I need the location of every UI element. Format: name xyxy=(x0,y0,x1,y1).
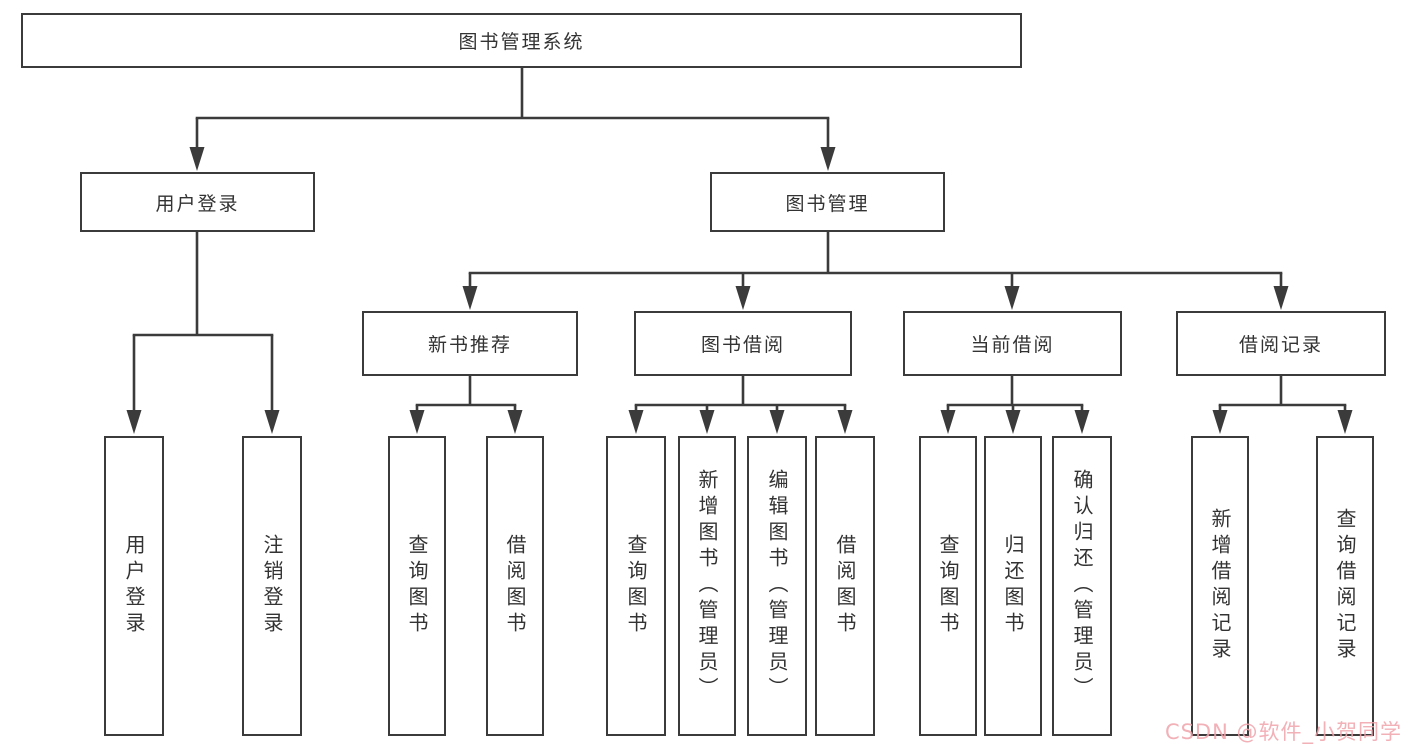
leaf-borrow-books-2-label: 借阅图书 xyxy=(833,534,857,638)
leaf-user-login-label: 用户登录 xyxy=(122,534,146,638)
node-new-book-recommend: 新书推荐 xyxy=(362,311,578,376)
leaf-add-borrow-record-label: 新增借阅记录 xyxy=(1208,508,1232,664)
arrowhead-icon xyxy=(507,410,523,434)
arrowhead-icon xyxy=(462,286,478,310)
leaf-add-books-admin: 新增图书（管理员） xyxy=(678,436,736,736)
arrowhead-icon xyxy=(409,410,425,434)
node-borrow-records-label: 借阅记录 xyxy=(1238,334,1323,356)
leaf-user-login: 用户登录 xyxy=(104,436,164,736)
arrowhead-icon xyxy=(1004,286,1020,310)
arrowhead-icon xyxy=(769,410,785,434)
arrowhead-icon xyxy=(1005,410,1021,434)
node-root-label: 图书管理系统 xyxy=(458,31,585,53)
leaf-borrow-books-1-label: 借阅图书 xyxy=(503,534,527,638)
leaf-edit-books-admin-label: 编辑图书（管理员） xyxy=(765,469,789,703)
arrowhead-icon xyxy=(820,147,836,171)
csdn-watermark: CSDN @软件_小贺同学 xyxy=(1164,720,1402,744)
node-user-login: 用户登录 xyxy=(80,172,315,232)
leaf-return-books-label: 归还图书 xyxy=(1001,534,1025,638)
leaf-borrow-books-1: 借阅图书 xyxy=(486,436,544,736)
node-borrow-records: 借阅记录 xyxy=(1176,311,1386,376)
leaf-query-books-3-label: 查询图书 xyxy=(936,534,960,638)
leaf-query-books-1: 查询图书 xyxy=(388,436,446,736)
leaf-confirm-return-admin-label: 确认归还（管理员） xyxy=(1070,469,1094,703)
node-user-login-label: 用户登录 xyxy=(155,192,240,215)
node-new-book-recommend-label: 新书推荐 xyxy=(427,334,512,356)
leaf-query-books-2: 查询图书 xyxy=(606,436,666,736)
arrowhead-icon xyxy=(837,410,853,434)
node-book-borrowing-label: 图书借阅 xyxy=(700,334,785,356)
arrowhead-icon xyxy=(699,410,715,434)
arrowhead-icon xyxy=(189,147,205,171)
arrowhead-icon xyxy=(264,410,280,434)
leaf-query-books-1-label: 查询图书 xyxy=(405,534,429,638)
leaf-add-books-admin-label: 新增图书（管理员） xyxy=(695,469,719,703)
arrowhead-icon xyxy=(735,286,751,310)
arrowhead-icon xyxy=(940,410,956,434)
node-book-borrowing: 图书借阅 xyxy=(634,311,852,376)
node-book-management: 图书管理 xyxy=(710,172,945,232)
leaf-confirm-return-admin: 确认归还（管理员） xyxy=(1052,436,1112,736)
leaf-edit-books-admin: 编辑图书（管理员） xyxy=(747,436,807,736)
leaf-add-borrow-record: 新增借阅记录 xyxy=(1191,436,1249,736)
leaf-logout: 注销登录 xyxy=(242,436,302,736)
leaf-query-books-3: 查询图书 xyxy=(919,436,977,736)
arrowhead-icon xyxy=(1212,410,1228,434)
node-current-borrowing: 当前借阅 xyxy=(903,311,1122,376)
arrowhead-icon xyxy=(1074,410,1090,434)
arrowhead-icon xyxy=(628,410,644,434)
leaf-query-borrow-record-label: 查询借阅记录 xyxy=(1333,508,1357,664)
leaf-borrow-books-2: 借阅图书 xyxy=(815,436,875,736)
node-book-management-label: 图书管理 xyxy=(785,192,870,215)
arrowhead-icon xyxy=(1337,410,1353,434)
arrowhead-icon xyxy=(126,410,142,434)
node-root: 图书管理系统 xyxy=(21,13,1022,68)
leaf-logout-label: 注销登录 xyxy=(260,534,284,638)
leaf-return-books: 归还图书 xyxy=(984,436,1042,736)
leaf-query-books-2-label: 查询图书 xyxy=(624,534,648,638)
node-current-borrowing-label: 当前借阅 xyxy=(970,334,1055,356)
arrowhead-icon xyxy=(1273,286,1289,310)
leaf-query-borrow-record: 查询借阅记录 xyxy=(1316,436,1374,736)
